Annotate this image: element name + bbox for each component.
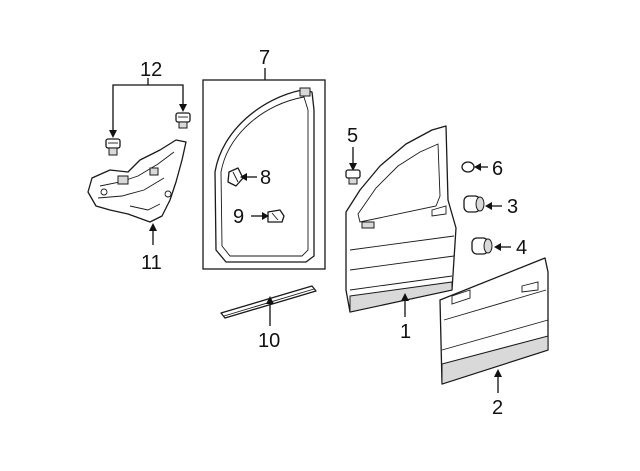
part-1-door-shell [345, 125, 457, 317]
part-12-clips [105, 78, 191, 156]
part-5-bolt [345, 147, 361, 185]
clip-right [175, 112, 191, 129]
callout-4: 4 [516, 237, 527, 259]
part-11-reinforcement [87, 139, 187, 245]
callout-8: 8 [260, 167, 271, 189]
part-7-weatherstrip-box [202, 68, 326, 270]
clip-left [105, 138, 121, 156]
callout-5: 5 [347, 125, 358, 147]
part-4-bumper [471, 237, 511, 255]
callout-6: 6 [492, 158, 503, 180]
part-3-bumper [463, 195, 502, 213]
callout-12: 12 [140, 59, 162, 81]
part-2-door-panel [439, 257, 549, 393]
callout-3: 3 [507, 196, 518, 218]
part-9-clip [251, 209, 285, 223]
callout-7: 7 [259, 47, 270, 69]
part-10-molding [220, 285, 317, 326]
callout-11: 11 [141, 252, 162, 274]
callout-10: 10 [258, 330, 280, 352]
part-8-clip [227, 167, 257, 187]
callout-9: 9 [233, 206, 244, 228]
part-6-plug [461, 161, 488, 173]
callout-2: 2 [492, 397, 503, 419]
callout-1: 1 [400, 321, 411, 343]
